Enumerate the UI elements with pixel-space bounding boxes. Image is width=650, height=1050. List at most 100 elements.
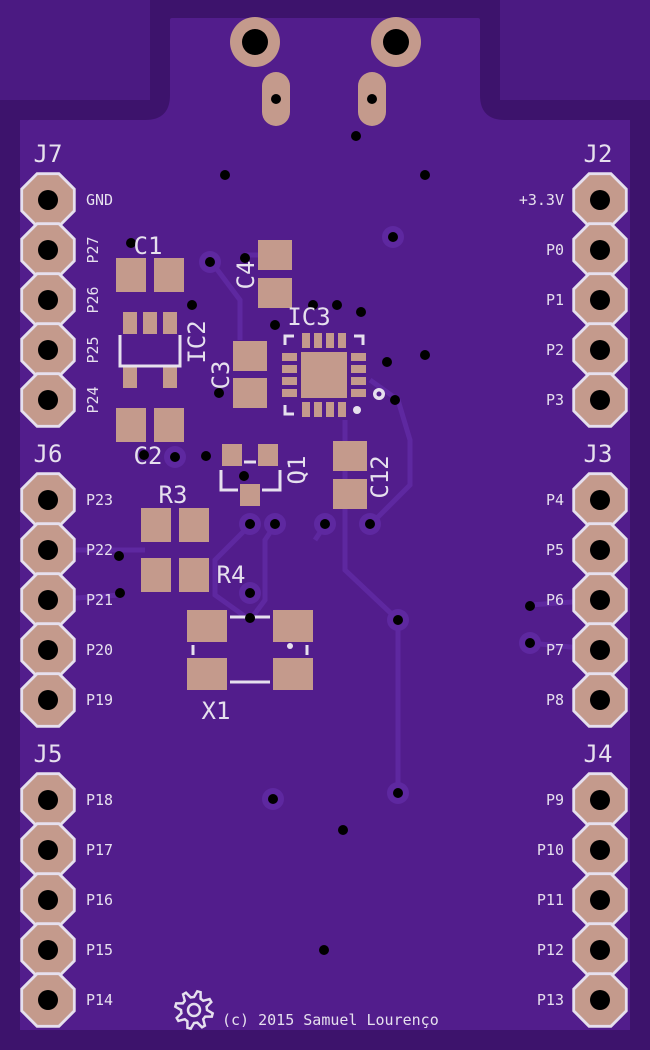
via <box>319 945 329 955</box>
via <box>139 450 149 460</box>
via <box>126 238 136 248</box>
pin-label: P4 <box>546 491 564 509</box>
via <box>351 131 361 141</box>
via <box>420 350 430 360</box>
via <box>420 170 430 180</box>
pin-label: P3 <box>546 391 564 409</box>
designator-r3: R3 <box>159 481 188 509</box>
header-label-j4: J4 <box>584 740 613 768</box>
via <box>308 300 318 310</box>
pin-label: P24 <box>84 386 102 413</box>
header-label-j5: J5 <box>34 740 63 768</box>
smd-pads <box>116 240 367 690</box>
via <box>245 588 255 598</box>
pin-label: P12 <box>537 941 564 959</box>
via <box>205 257 215 267</box>
x1-pin1-marker <box>287 643 293 649</box>
pin-label: P27 <box>84 236 102 263</box>
header-label-j3: J3 <box>584 440 613 468</box>
via <box>245 613 255 623</box>
designator-c2: C2 <box>134 442 163 470</box>
via <box>270 320 280 330</box>
pin-label: P13 <box>537 991 564 1009</box>
pin-label: P2 <box>546 341 564 359</box>
drill-hole <box>590 390 610 410</box>
via <box>268 794 278 804</box>
drill-hole <box>38 340 58 360</box>
via <box>239 471 249 481</box>
pin-label: GND <box>86 191 113 209</box>
drill-hole <box>38 640 58 660</box>
designator-c12: C12 <box>366 455 394 498</box>
drill-hole <box>590 340 610 360</box>
designator-c4: C4 <box>232 261 260 290</box>
via <box>170 452 180 462</box>
header-label-j7: J7 <box>34 140 63 168</box>
via <box>393 615 403 625</box>
drill-hole <box>590 840 610 860</box>
pin-label: P16 <box>86 891 113 909</box>
pin-label: P20 <box>86 641 113 659</box>
drill-hole <box>590 790 610 810</box>
drill-hole <box>590 490 610 510</box>
pin-label: P11 <box>537 891 564 909</box>
pin-label: +3.3V <box>519 191 564 209</box>
drill-hole <box>38 690 58 710</box>
via <box>365 519 375 529</box>
via <box>240 253 250 263</box>
drill-hole <box>590 590 610 610</box>
header-label-j2: J2 <box>584 140 613 168</box>
drill-hole <box>38 190 58 210</box>
pin-label: P1 <box>546 291 564 309</box>
drill-hole <box>38 240 58 260</box>
drill-hole <box>590 640 610 660</box>
designator-ic3: IC3 <box>287 303 330 331</box>
via <box>320 519 330 529</box>
pin-label: P26 <box>84 286 102 313</box>
drill-hole <box>38 540 58 560</box>
via <box>382 357 392 367</box>
via <box>390 395 400 405</box>
drill-hole <box>38 790 58 810</box>
gear-icon <box>173 989 215 1031</box>
pin-label: P0 <box>546 241 564 259</box>
pin-label: P15 <box>86 941 113 959</box>
drill-hole <box>590 690 610 710</box>
right-header-pads <box>572 172 628 1028</box>
pin-label: P23 <box>86 491 113 509</box>
via <box>338 825 348 835</box>
pin-label: P14 <box>86 991 113 1009</box>
pin-label: P5 <box>546 541 564 559</box>
designator-x1: X1 <box>202 697 231 725</box>
drill-hole <box>38 490 58 510</box>
pin-label: P7 <box>546 641 564 659</box>
header-label-j6: J6 <box>34 440 63 468</box>
drill-hole <box>38 890 58 910</box>
via <box>245 519 255 529</box>
pin-label: P8 <box>546 691 564 709</box>
pin-label: P6 <box>546 591 564 609</box>
drill-hole <box>590 290 610 310</box>
drill-hole <box>38 990 58 1010</box>
drill-hole <box>590 240 610 260</box>
pin-label: P21 <box>86 591 113 609</box>
pin-label: P9 <box>546 791 564 809</box>
pin-label: P10 <box>537 841 564 859</box>
drill-hole <box>38 940 58 960</box>
drill-hole <box>590 940 610 960</box>
drill-hole <box>590 890 610 910</box>
via <box>388 232 398 242</box>
via <box>356 307 366 317</box>
drill-hole <box>590 990 610 1010</box>
drill-hole <box>590 190 610 210</box>
pin-label: P25 <box>84 336 102 363</box>
via <box>187 300 197 310</box>
drill-hole <box>38 390 58 410</box>
usb-connector-pads <box>230 17 421 126</box>
silkscreen-outlines <box>118 334 365 684</box>
designator-q1: Q1 <box>283 456 311 485</box>
via <box>115 588 125 598</box>
designator-ic2: IC2 <box>183 320 211 363</box>
drill-hole <box>38 290 58 310</box>
via <box>270 519 280 529</box>
